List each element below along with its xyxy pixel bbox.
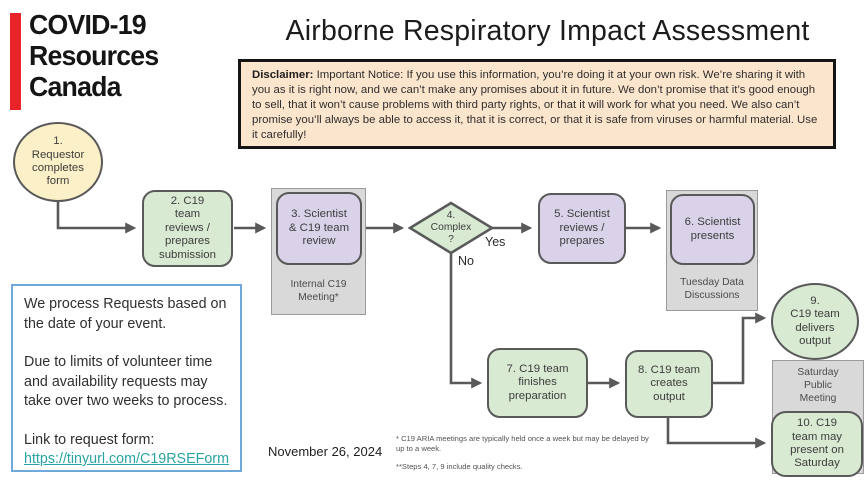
covid19-resources-canada-logo: COVID-19 Resources Canada [29, 9, 159, 102]
internal-c19-meeting-label: Internal C19 Meeting* [290, 279, 347, 303]
flow-step-1-requestor-completes-form: 1. Requestor completes form [13, 122, 103, 202]
saturday-public-meeting-label: Saturday Public Meeting [797, 367, 839, 404]
arrow-no-step4-step7 [449, 253, 483, 389]
flow-step-4-complex-decision-label: 4. Complex ? [430, 210, 472, 245]
arrow-step8-step10 [666, 418, 767, 449]
info-paragraph-1: We process Requests based on the date of… [24, 296, 227, 332]
disclaimer-box: Disclaimer: Important Notice: If you use… [238, 59, 836, 149]
decision-yes-label: Yes [485, 235, 506, 249]
flow-step-9-team-delivers-output: 9. C19 team delivers output [771, 283, 859, 360]
logo-line3: Canada [29, 71, 121, 102]
flow-step-5-scientist-reviews-prepares: 5. Scientist reviews / prepares [538, 193, 626, 264]
page-title: Airborne Respiratory Impact Assessment [285, 15, 810, 47]
request-form-link-label: Link to request form: [24, 431, 155, 448]
arrow-step8-step9 [713, 312, 767, 385]
logo-red-bar [10, 13, 21, 110]
decision-no-label: No [458, 254, 474, 268]
disclaimer-text: Important Notice: If you use this inform… [252, 69, 818, 141]
footnote-quality-checks: **Steps 4, 7, 9 include quality checks. [396, 462, 523, 472]
flow-step-10-team-may-present-saturday: 10. C19 team may present on Saturday [771, 411, 863, 477]
footnotes: * C19 ARIA meetings are typically held o… [396, 434, 654, 472]
request-form-link[interactable]: https://tinyurl.com/C19RSEForm [24, 451, 229, 467]
logo-line1: COVID-19 [29, 9, 147, 40]
request-info-box: We process Requests based on the date of… [11, 284, 242, 472]
flow-step-8-team-creates-output: 8. C19 team creates output [625, 350, 713, 418]
footnote-aria-meetings: * C19 ARIA meetings are typically held o… [396, 434, 649, 453]
date-label: November 26, 2024 [268, 444, 383, 459]
disclaimer-label: Disclaimer: [252, 69, 314, 81]
flow-step-6-scientist-presents: 6. Scientist presents [670, 194, 755, 265]
tuesday-data-discussions-label: Tuesday Data Discussions [680, 277, 744, 301]
logo-line2: Resources [29, 40, 159, 71]
flow-step-3-scientist-team-review: 3. Scientist & C19 team review [276, 192, 362, 265]
flow-step-7-team-finishes-preparation: 7. C19 team finishes preparation [487, 348, 588, 418]
flow-step-2-team-reviews: 2. C19 team reviews / prepares submissio… [142, 190, 233, 267]
info-paragraph-2: Due to limits of volunteer time and avai… [24, 354, 228, 409]
arrow-step1-step2 [56, 202, 137, 234]
